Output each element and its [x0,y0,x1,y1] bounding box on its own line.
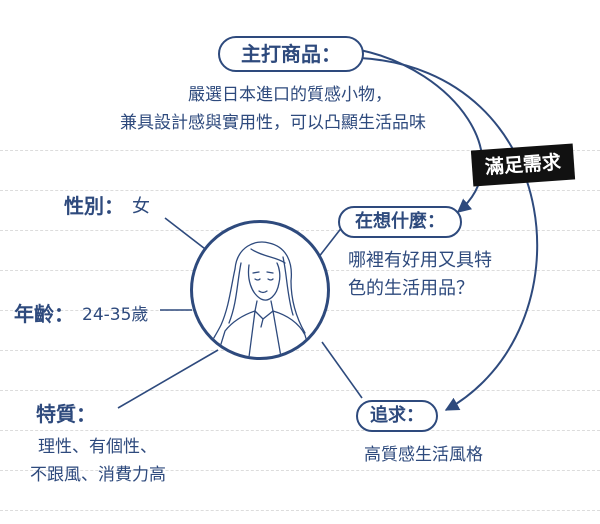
badge-meet-needs: 滿足需求 [470,143,576,187]
age-label: 年齡： [14,302,74,326]
product-description-line-1: 嚴選日本進口的質感小物， [188,85,392,105]
traits-line-1: 理性、有個性、 [38,437,157,457]
thinking-line-1: 哪裡有好用又具特 [348,250,492,271]
product-to-pursuit-arrow [359,57,539,411]
ruled-line [0,510,600,511]
pursuit-title: 追求： [356,400,438,432]
thinking-line-2: 色的生活用品？ [348,278,474,299]
ruled-line [0,430,600,431]
product-description-line-2: 兼具設計感與實用性，可以凸顯生活品味 [120,113,426,133]
pursuit-value: 高質感生活風格 [364,445,483,465]
age-value: 24-35歲 [82,305,149,325]
pursuit-connector [321,341,363,399]
gender-value: 女 [132,196,150,217]
persona-avatar [190,220,330,360]
ruled-line [0,190,600,191]
ruled-line [0,390,600,391]
traits-title: 特質： [36,402,96,426]
traits-connector [117,349,219,409]
ruled-line [0,150,600,151]
woman-portrait-icon [210,241,312,357]
traits-line-2: 不跟風、消費力高 [30,465,166,485]
product-title: 主打商品： [218,36,364,72]
product-to-thinking-arrow [359,49,484,213]
ruled-line [0,230,600,231]
gender-label: 性別： [64,194,124,218]
ruled-line [0,350,600,351]
thinking-title: 在想什麼： [338,206,462,238]
ruled-line [0,470,600,471]
